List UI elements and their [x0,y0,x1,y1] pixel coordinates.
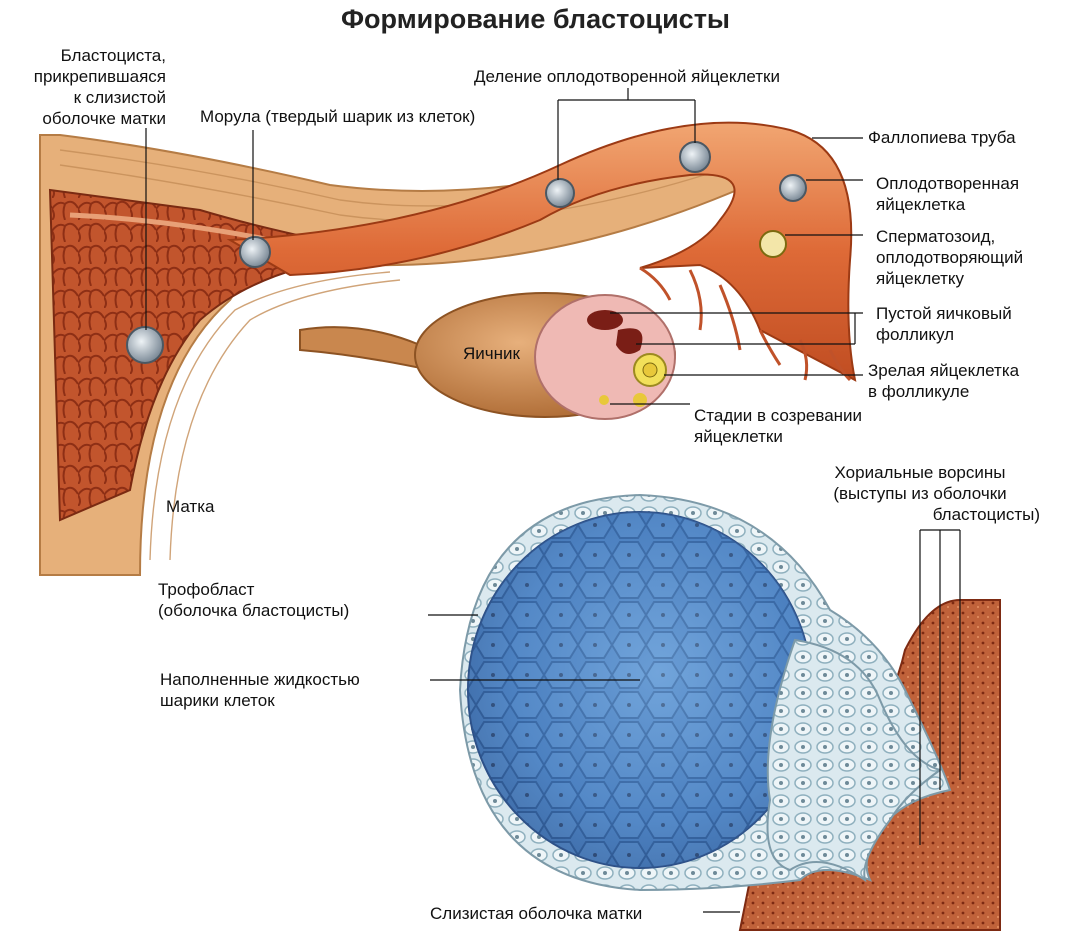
label-morula: Морула (твердый шарик из клеток) [200,106,475,127]
label-division: Деление оплодотворенной яйцеклетки [474,66,780,87]
label-mucosa: Слизистая оболочка матки [430,903,642,924]
label-ovary: Яичник [463,343,520,364]
label-trophoblast: Трофобласт(оболочка бластоцисты) [158,579,349,621]
page-title: Формирование бластоцисты [0,4,1071,35]
label-uterus: Матка [166,496,215,517]
label-fallopian-tube: Фаллопиева труба [868,127,1016,148]
label-blastocyst-attached: Бластоциста, прикрепившаяся к слизистой … [34,45,166,129]
